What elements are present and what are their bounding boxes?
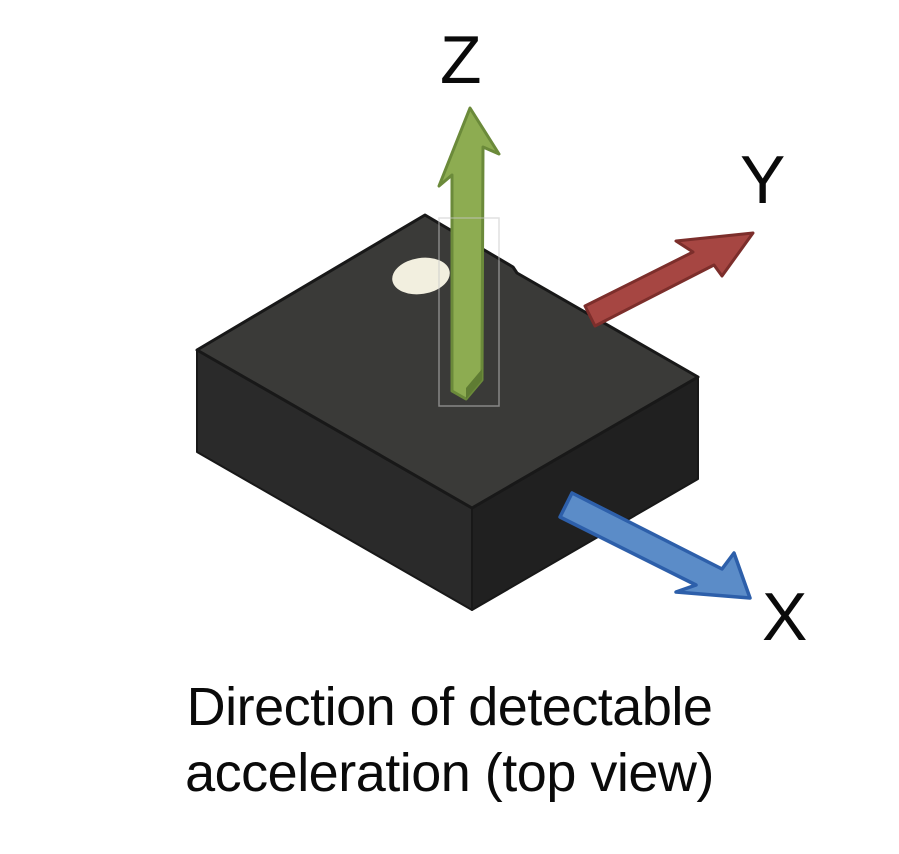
figure-caption: Direction of detectable acceleration (to… <box>0 674 899 806</box>
z-axis-arrow-side-shade <box>466 369 482 399</box>
chip-top-face <box>195 213 700 510</box>
x-axis-label: X <box>762 579 808 655</box>
caption-line-2: acceleration (top view) <box>185 743 714 803</box>
caption-line-1: Direction of detectable <box>186 677 713 737</box>
x-axis-arrow <box>558 491 752 600</box>
chip-body <box>195 213 700 611</box>
z-axis-arrow <box>437 106 501 407</box>
pin1-marker-dot <box>392 257 450 295</box>
z-axis-guide-box <box>438 217 500 407</box>
z-axis-label: Z <box>440 22 482 98</box>
y-axis-arrow <box>583 231 755 328</box>
y-axis-label: Y <box>740 142 786 218</box>
